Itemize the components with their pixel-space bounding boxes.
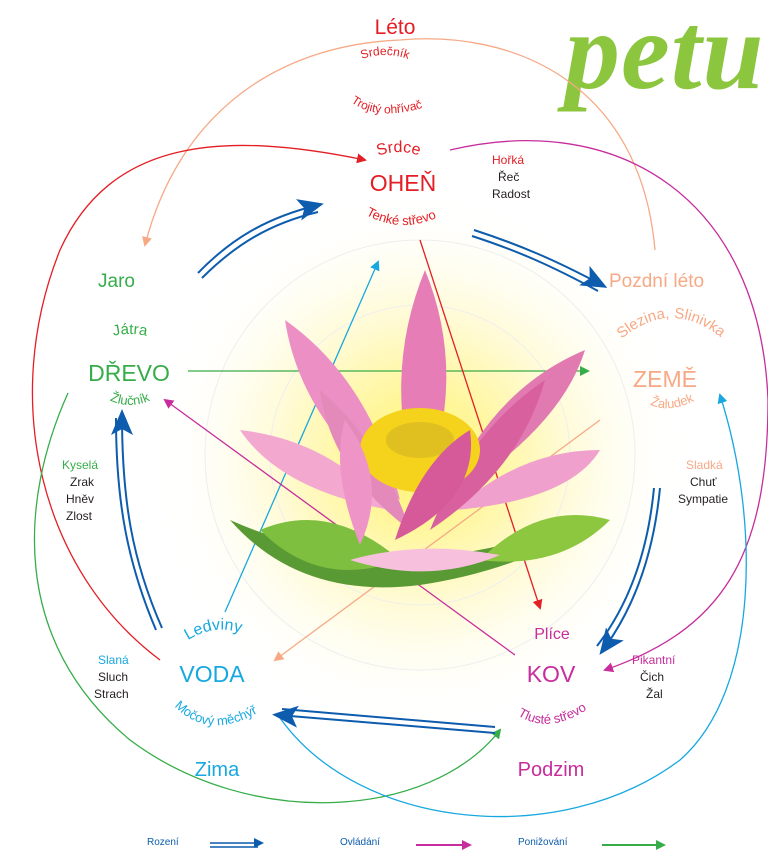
wood-organ-gallbladder: Žlučník xyxy=(109,389,152,408)
earth-taste: Sladká xyxy=(686,459,723,471)
water-sense: Sluch xyxy=(98,671,128,683)
legend-generating: Rození xyxy=(147,838,179,848)
metal-season: Podzim xyxy=(518,760,585,780)
fire-sense: Řeč xyxy=(498,171,519,183)
metal-organ-lungs: Plíce xyxy=(534,627,570,643)
water-taste: Slaná xyxy=(98,654,129,666)
wood-emotion-1: Hněv xyxy=(66,493,94,505)
legend-weakening: Ponižování xyxy=(518,838,567,848)
earth-sense: Chuť xyxy=(690,476,717,488)
fire-taste: Hořká xyxy=(492,154,524,166)
water-element: VODA xyxy=(179,663,244,686)
wood-sense: Zrak xyxy=(70,476,94,488)
fire-emotion: Radost xyxy=(492,188,530,200)
fire-organ-triple-heater: Trojitý ohřívač xyxy=(349,93,423,117)
fire-organ-pericardium: Srdečník xyxy=(359,44,413,62)
metal-sense: Čich xyxy=(640,671,664,683)
metal-element: KOV xyxy=(527,663,576,686)
metal-taste: Pikantní xyxy=(632,654,675,666)
wood-emotion-2: Zlost xyxy=(66,510,92,522)
wood-organ-liver: Játra xyxy=(111,321,149,340)
earth-element: ZEMĚ xyxy=(633,368,697,391)
water-season: Zima xyxy=(195,760,239,780)
wood-season: Jaro xyxy=(98,272,135,291)
legend-controlling: Ovládání xyxy=(340,838,380,848)
metal-emotion: Žal xyxy=(646,688,663,700)
earth-emotion: Sympatie xyxy=(678,493,728,505)
fire-organ-heart: Srdce xyxy=(375,139,423,160)
water-emotion: Strach xyxy=(94,688,129,700)
wood-element: DŘEVO xyxy=(88,362,170,385)
legend-arrows xyxy=(210,843,664,847)
water-organ-bladder: Močový měchýř xyxy=(172,697,259,728)
wood-taste: Kyselá xyxy=(62,459,98,471)
fire-element: OHEŇ xyxy=(370,172,436,195)
earth-season: Pozdní léto xyxy=(609,272,704,291)
fire-season: Léto xyxy=(375,17,416,38)
